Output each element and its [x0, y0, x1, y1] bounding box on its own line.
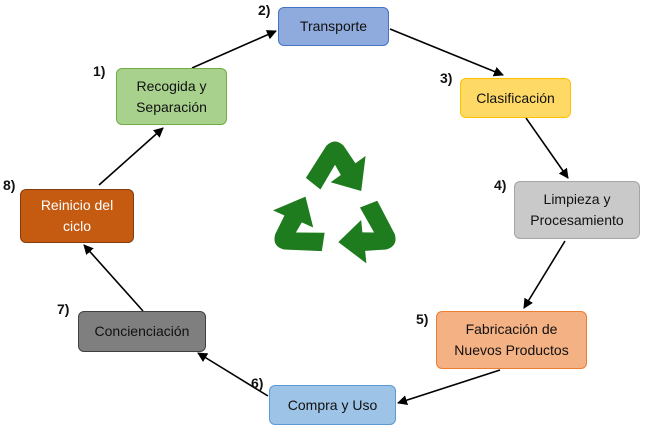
- arrow-2-to-3: [389, 28, 504, 77]
- step-number-5: 5): [416, 311, 429, 327]
- arrow-5-to-6: [397, 369, 501, 405]
- step-label: Compra y Uso: [287, 396, 378, 413]
- step-box-compra: Compra y Uso: [269, 385, 396, 425]
- step-box-clasificacion: Clasificación: [460, 78, 571, 118]
- step-label: Clasificación: [476, 89, 555, 106]
- recycle-icon: [273, 141, 396, 264]
- step-number-7: 7): [57, 301, 70, 317]
- step-number-8: 8): [3, 177, 16, 193]
- step-number-1: 1): [93, 63, 106, 79]
- arrow-6-to-7: [197, 352, 269, 397]
- arrow-3-to-4: [525, 117, 569, 179]
- step-number-2: 2): [258, 2, 271, 18]
- arrow-7-to-8: [83, 244, 144, 312]
- arrow-8-to-1: [98, 127, 164, 186]
- step-label: Transporte: [299, 18, 368, 34]
- arrow-4-to-5: [523, 240, 566, 309]
- step-box-transporte: Transporte: [278, 7, 389, 46]
- step-box-concienciacion: Concienciación: [78, 311, 206, 352]
- step-number-4: 4): [494, 177, 507, 193]
- step-number-6: 6): [251, 375, 264, 391]
- step-number-3: 3): [440, 70, 453, 86]
- step-label: Concienciación: [94, 323, 190, 339]
- arrow-1-to-2: [191, 30, 277, 69]
